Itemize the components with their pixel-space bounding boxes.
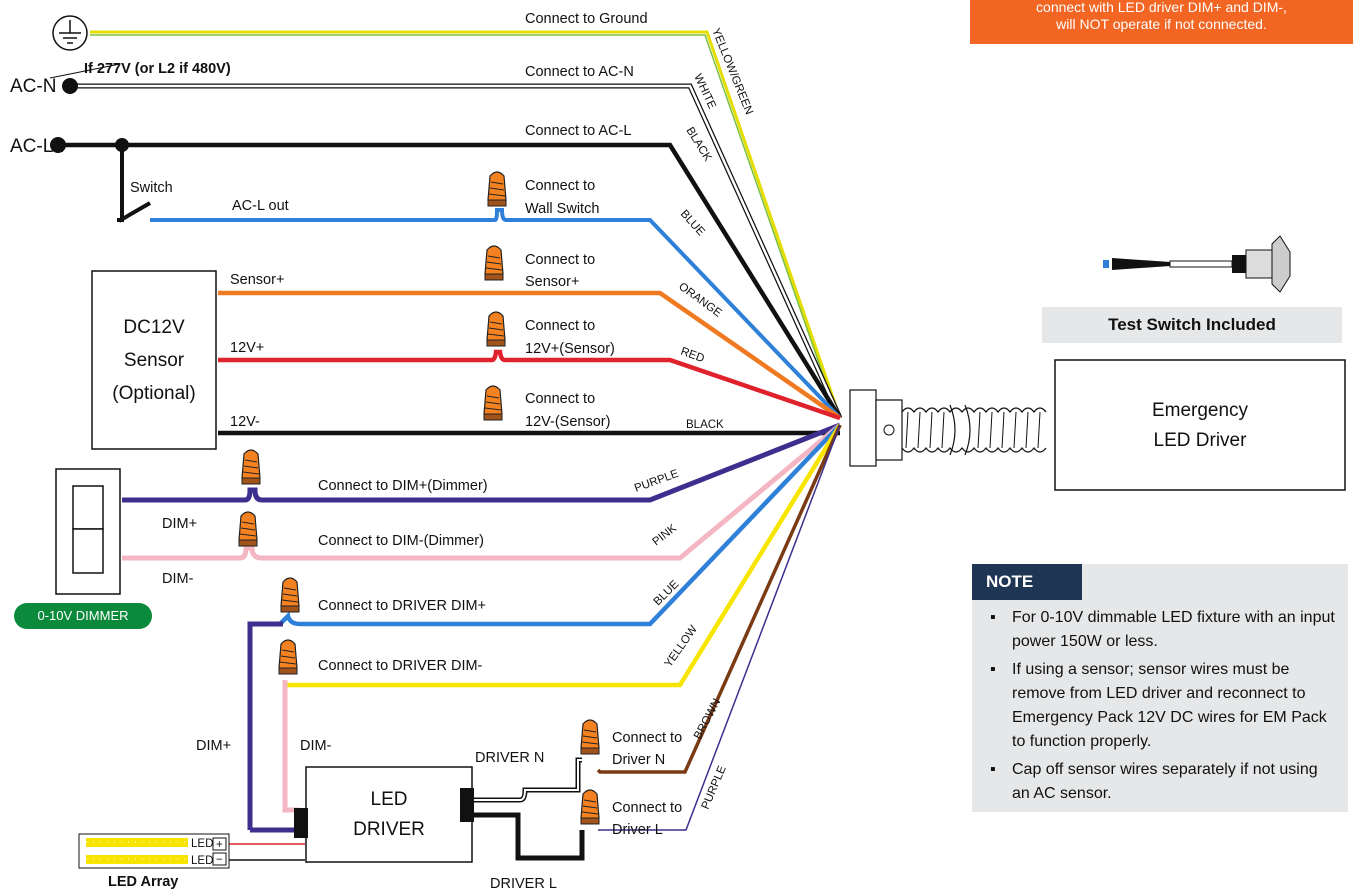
ac-l1-label: AC-L1 (10, 136, 64, 157)
wire-purple-dimmer (122, 422, 841, 503)
emergency-driver-box (1054, 359, 1346, 491)
wire-nut-icon (483, 385, 503, 421)
connect-driver-l-label-2: Driver L (612, 822, 663, 838)
warning-box: connect with LED driver DIM+ and DIM-, w… (970, 0, 1353, 44)
note-list: For 0-10V dimmable LED fixture with an i… (990, 606, 1335, 810)
led-driver-dim-minus-label: DIM- (300, 738, 332, 754)
led-driver-box (305, 766, 473, 863)
test-switch-label: Test Switch Included (1042, 307, 1342, 343)
note-item: For 0-10V dimmable LED fixture with an i… (990, 606, 1335, 654)
led-minus-sign: − (216, 854, 223, 866)
ac-n-terminal-icon (62, 78, 78, 94)
note-panel: NOTE For 0-10V dimmable LED fixture with… (972, 564, 1348, 812)
connect-driver-dim-minus-label: Connect to DRIVER DIM- (318, 658, 483, 674)
wire-nut-icon (580, 719, 600, 755)
wire-driver-n (470, 757, 582, 803)
led-driver-title-2: DRIVER (353, 819, 425, 840)
wire-nut-icon (238, 511, 258, 547)
sensor-title-2: Sensor (124, 350, 185, 371)
wire-purple-thin (598, 424, 841, 831)
ac-n-label: AC-N (10, 76, 56, 97)
wire-red (218, 349, 841, 421)
wire-nut-icon (280, 577, 300, 613)
connect-driver-n-label-2: Driver N (612, 752, 665, 768)
warning-line-2: will NOT operate if not connected. (1056, 16, 1267, 32)
connect-ground-label: Connect to Ground (525, 11, 648, 27)
wire-nut-icon (241, 449, 261, 485)
led-array-label: LED Array (108, 874, 178, 890)
wire-nut-icon (484, 245, 504, 281)
wire-ground (90, 30, 842, 419)
sensor-title-3: (Optional) (112, 383, 195, 404)
wire-ac-l (60, 142, 842, 420)
switch-leg (115, 138, 152, 223)
connect-ac-n-label: Connect to AC-N (525, 64, 634, 80)
connect-12v-plus-label-1: Connect to (525, 318, 595, 334)
connect-sensor-plus-label-1: Connect to (525, 252, 595, 268)
conduit-icon (849, 389, 1047, 467)
wire-label-orange: ORANGE (676, 281, 724, 320)
led-array-icon (78, 833, 230, 869)
ac-l-out-label: AC-L out (232, 198, 289, 214)
wire-nut-icon (580, 789, 600, 825)
connect-driver-dim-plus-label: Connect to DRIVER DIM+ (318, 598, 486, 614)
connect-sensor-plus-label-2: Sensor+ (525, 274, 579, 290)
emergency-title-2: LED Driver (1154, 430, 1248, 451)
test-switch-icon (1103, 235, 1291, 293)
note-item: If using a sensor; sensor wires must be … (990, 658, 1335, 754)
connect-driver-l-label-1: Connect to (612, 800, 682, 816)
connect-wall-switch-label-2: Wall Switch (525, 201, 599, 217)
connect-wall-switch-label-1: Connect to (525, 178, 595, 194)
led-label-2: LED (191, 855, 213, 867)
v12-minus-label: 12V- (230, 414, 260, 430)
wire-label-pink: PINK (650, 522, 679, 548)
ac-l1-terminal-icon (50, 137, 66, 153)
ac-n-note: If 277V (or L2 if 480V) (84, 61, 231, 77)
emergency-title-1: Emergency (1152, 400, 1249, 421)
wire-orange (218, 290, 842, 420)
note-item: Cap off sensor wires separately if not u… (990, 758, 1335, 806)
sensor-title-1: DC12V (123, 317, 185, 338)
connect-driver-n-label-1: Connect to (612, 730, 682, 746)
connect-ac-l-label: Connect to AC-L (525, 123, 631, 139)
connect-12v-plus-label-2: 12V+(Sensor) (525, 341, 615, 357)
dimmer-dim-plus-label: DIM+ (162, 516, 197, 532)
driver-n-label: DRIVER N (475, 750, 544, 766)
wire-nut-icon (486, 311, 506, 347)
led-driver-title-1: LED (371, 789, 408, 810)
v12-plus-label: 12V+ (230, 340, 264, 356)
connect-dim-minus-dimmer-label: Connect to DIM-(Dimmer) (318, 533, 484, 549)
ground-icon (52, 15, 88, 51)
wire-brown (596, 424, 842, 774)
note-title: NOTE (972, 564, 1082, 600)
dimmer-dim-minus-label: DIM- (162, 571, 194, 587)
wire-pink-dimmer (122, 423, 842, 561)
wire-blue-switch (150, 208, 842, 420)
wire-label-purple-2: PURPLE (700, 764, 729, 811)
switch-label: Switch (130, 180, 173, 196)
led-plus-sign: + (216, 839, 223, 851)
wire-label-blue-1: BLUE (678, 208, 707, 239)
wire-blue-driver (247, 423, 842, 830)
warning-line-1: connect with LED driver DIM+ and DIM-, (1036, 0, 1287, 15)
wire-nut-icon (278, 639, 298, 675)
led-driver-dim-plus-label: DIM+ (196, 738, 231, 754)
connect-dim-plus-dimmer-label: Connect to DIM+(Dimmer) (318, 478, 488, 494)
connect-12v-minus-label-2: 12V-(Sensor) (525, 414, 610, 430)
wire-nut-icon (487, 171, 507, 207)
led-label-1: LED (191, 838, 213, 850)
driver-l-label: DRIVER L (490, 876, 557, 892)
connect-12v-minus-label-1: Connect to (525, 391, 595, 407)
wire-label-black-2: BLACK (686, 419, 724, 431)
wire-driver-l (470, 812, 585, 861)
sensor-plus-label: Sensor+ (230, 272, 284, 288)
wire-ac-n (75, 83, 843, 420)
sensor-box (91, 270, 217, 450)
wire-label-brown: BROWN (692, 697, 723, 742)
dimmer-badge: 0-10V DIMMER (14, 603, 152, 629)
